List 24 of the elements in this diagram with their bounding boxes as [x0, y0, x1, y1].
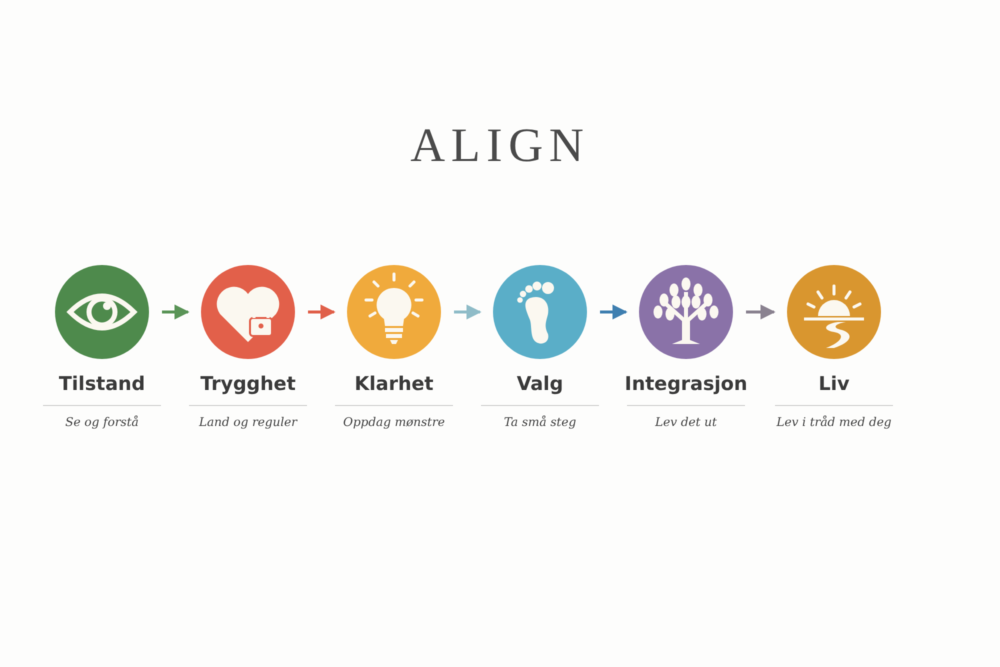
- step-subtitle: Ta små steg: [504, 415, 576, 429]
- step-title: Tilstand: [58, 373, 146, 395]
- arrow: [162, 304, 190, 320]
- step-subtitle: Oppdag mønstre: [343, 415, 445, 429]
- arrow: [454, 304, 482, 320]
- step-subtitle: Lev det ut: [655, 415, 717, 429]
- arrow: [746, 304, 776, 320]
- process-step: [42, 265, 162, 429]
- process-step: [334, 265, 454, 429]
- process-step: [626, 265, 746, 429]
- step-title: Klarhet: [354, 373, 434, 395]
- process-step: [774, 265, 894, 429]
- step-title: Valg: [516, 373, 564, 395]
- process-step: [188, 265, 308, 429]
- arrow: [600, 304, 628, 320]
- step-title: Integrasjon: [624, 373, 748, 395]
- step-subtitle: Land og reguler: [199, 415, 297, 429]
- arrow: [308, 304, 336, 320]
- step-title: Liv: [818, 373, 850, 395]
- step-title: Trygghet: [200, 373, 296, 395]
- process-step: [480, 265, 600, 429]
- title: ALIGN: [409, 118, 591, 173]
- step-subtitle: Lev i tråd med deg: [776, 415, 892, 429]
- step-subtitle: Se og forstå: [65, 415, 139, 429]
